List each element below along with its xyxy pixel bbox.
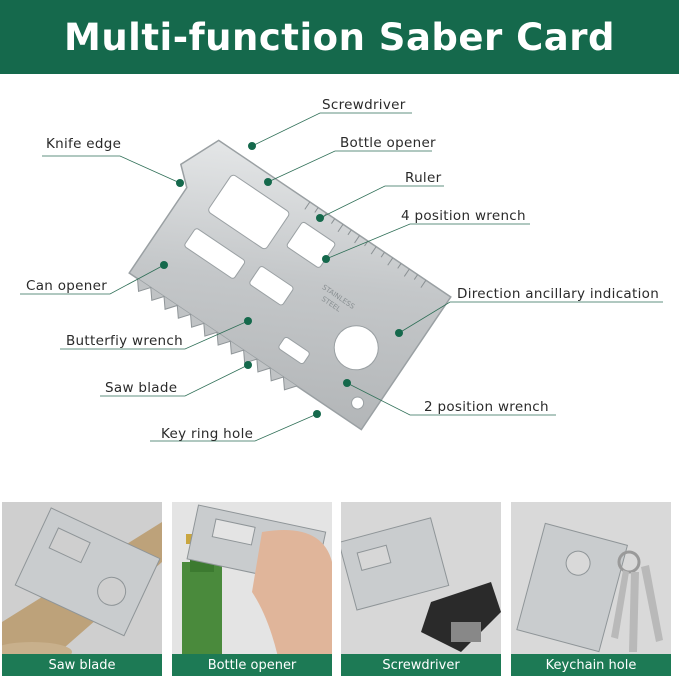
- label-screwdriver: Screwdriver: [322, 97, 406, 113]
- saber-card: STAINLESS STEEL: [128, 139, 452, 431]
- title-banner: Multi-function Saber Card: [0, 0, 679, 74]
- photo-panel-keychain-hole: Keychain hole: [511, 502, 671, 676]
- panel-caption-bar: Bottle opener: [172, 654, 332, 676]
- panel-label: Saw blade: [48, 657, 116, 673]
- panel-label: Keychain hole: [545, 657, 637, 673]
- panel-caption-bar: Saw blade: [2, 654, 162, 676]
- label-ruler: Ruler: [405, 170, 442, 186]
- label-saw-blade: Saw blade: [105, 380, 178, 396]
- label-key-ring-hole: Key ring hole: [161, 426, 254, 442]
- panel-label: Screwdriver: [382, 657, 460, 673]
- label-four-position-wrench: 4 position wrench: [401, 208, 526, 224]
- label-butterfly-wrench: Butterfiy wrench: [66, 333, 183, 349]
- photo-panel-saw-blade: Saw blade: [2, 502, 162, 676]
- label-bottle-opener: Bottle opener: [340, 135, 436, 151]
- keychain-hole-photo: [511, 502, 671, 676]
- panel-label: Bottle opener: [207, 657, 297, 673]
- photo-panel-screwdriver: Screwdriver: [341, 502, 501, 676]
- saw-blade-photo: [2, 502, 162, 676]
- label-can-opener: Can opener: [26, 278, 108, 294]
- saber-card-illustration: STAINLESS STEEL: [20, 112, 663, 442]
- photo-panel-bottle-opener: Bottle opener: [172, 502, 332, 676]
- bottle-opener-photo: [172, 502, 332, 676]
- panel-caption-bar: Screwdriver: [341, 654, 501, 676]
- panel-caption-bar: Keychain hole: [511, 654, 671, 676]
- label-direction-indication: Direction ancillary indication: [457, 286, 660, 302]
- page-title: Multi-function Saber Card: [64, 15, 615, 59]
- screwdriver-photo: [341, 502, 501, 676]
- label-two-position-wrench: 2 position wrench: [424, 399, 549, 415]
- label-knife-edge: Knife edge: [46, 136, 122, 152]
